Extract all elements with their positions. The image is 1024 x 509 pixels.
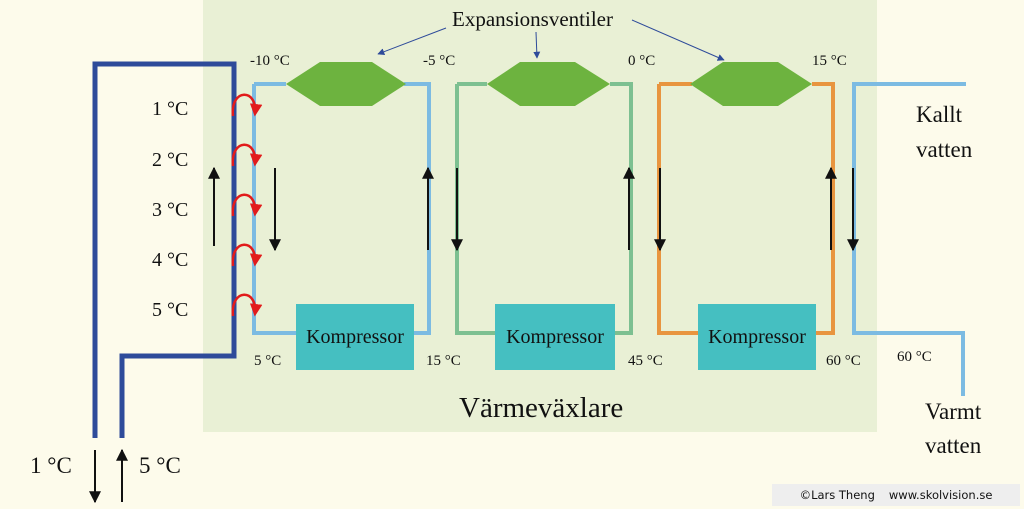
heat-transfer-arrow: [231, 293, 263, 317]
heat-exchanger-label: Värmeväxlare: [459, 392, 624, 424]
compressor-2: Kompressor: [495, 304, 615, 370]
cold-water-label-line2: vatten: [916, 137, 973, 162]
valve-title: Expansionsventiler: [452, 7, 613, 31]
warm-water-label-line1: Varmt: [925, 399, 982, 424]
cold-water-label-line1: Kallt: [916, 102, 962, 127]
bottom-temp-2: 15 °C: [426, 353, 461, 369]
ground-temp-5: 5 °C: [152, 299, 189, 321]
expansion-valve-1: [286, 62, 406, 106]
expansion-valve-3: [690, 62, 812, 106]
top-temp-4: 15 °C: [812, 53, 847, 69]
loop-3-pipe: [657, 82, 835, 335]
valve-pointer-2: [533, 31, 541, 59]
ground-temp-1: 1 °C: [152, 98, 189, 120]
heat-transfer-arrow: [231, 193, 263, 217]
heat-transfer-arrow: [231, 243, 263, 267]
ground-temp-3: 3 °C: [152, 199, 189, 221]
credit-bar: ©Lars Theng www.skolvision.se: [772, 484, 1020, 506]
expansion-valve-2: [487, 62, 610, 106]
top-temp-1: -10 °C: [250, 53, 290, 69]
credit-author: ©Lars Theng: [799, 488, 875, 502]
warm-water-label-line2: vatten: [925, 433, 982, 458]
ground-temp-4: 4 °C: [152, 249, 189, 271]
compressor-3: Kompressor: [698, 304, 816, 370]
bottom-temp-1: 5 °C: [254, 353, 282, 369]
compressor-1: Kompressor: [296, 304, 414, 370]
heat-transfer-arrow: [231, 143, 263, 167]
heat-transfer-arrow: [231, 93, 263, 117]
bottom-temp-4: 60 °C: [826, 353, 861, 369]
top-temp-2: -5 °C: [423, 53, 456, 69]
credit-site: www.skolvision.se: [888, 488, 993, 502]
valve-pointer-3: [631, 19, 725, 61]
ground-temp-2: 2 °C: [152, 149, 189, 171]
loop-2-pipe: [455, 82, 633, 335]
water-pipe: [852, 82, 966, 396]
return-temp: 5 °C: [139, 453, 181, 478]
inflow-temp: 1 °C: [30, 453, 72, 478]
valve-pointer-1: [377, 27, 447, 56]
outlet-temp: 60 °C: [897, 349, 932, 365]
top-temp-3: 0 °C: [628, 53, 656, 69]
bottom-temp-3: 45 °C: [628, 353, 663, 369]
